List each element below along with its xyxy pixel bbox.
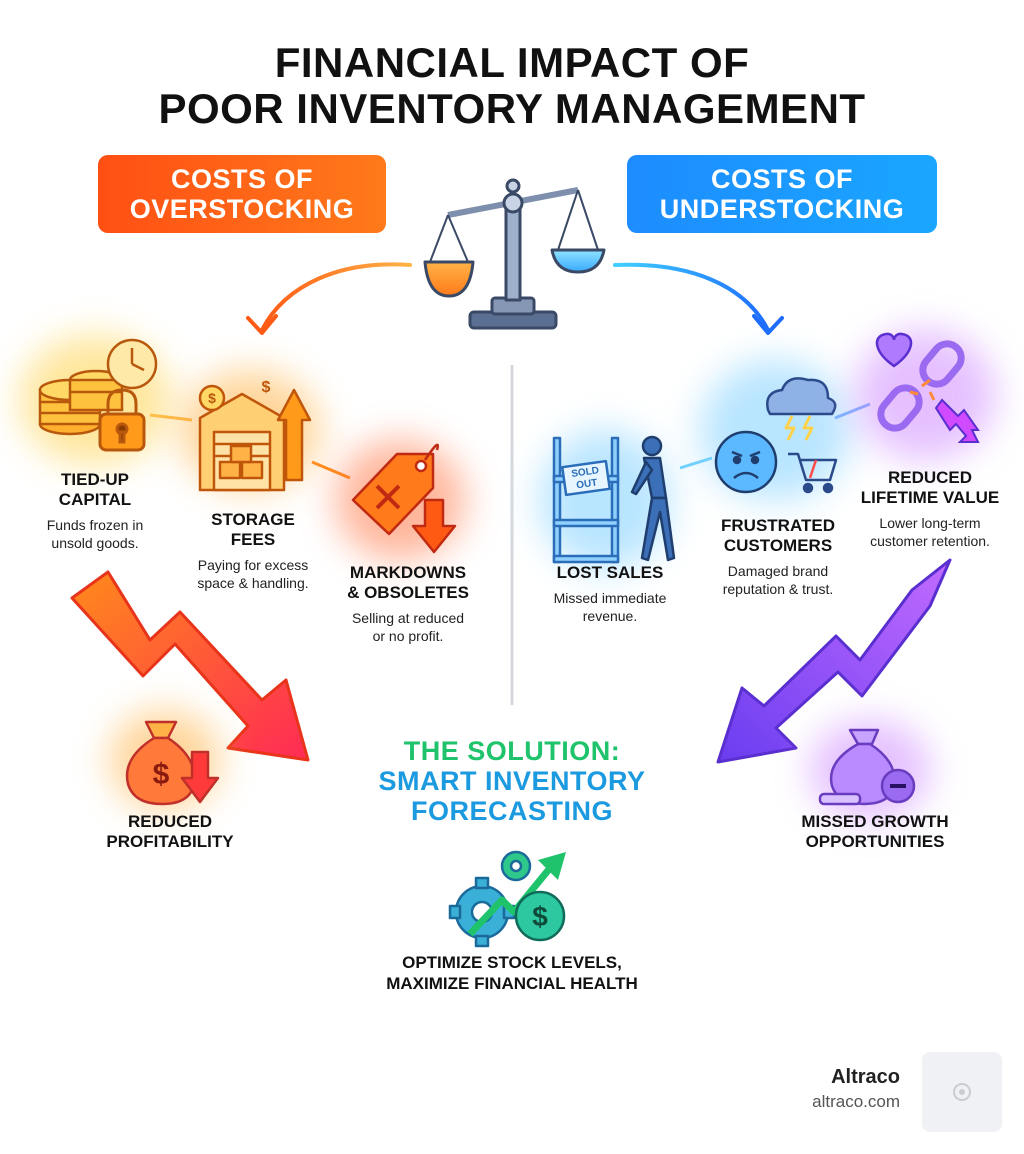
understocking-header: COSTS OF UNDERSTOCKING <box>627 155 937 233</box>
down-arrow-icon <box>411 498 457 554</box>
shelf-icon: SOLD OUT <box>552 435 676 564</box>
item-label: LOST SALES <box>556 563 664 582</box>
heart-icon <box>875 332 913 368</box>
warehouse-icon: $ $ <box>198 379 312 492</box>
broken-chain-icon <box>875 332 980 443</box>
svg-text:SOLD: SOLD <box>571 465 600 480</box>
missed-growth-label: MISSED GROWTH OPPORTUNITIES <box>801 812 949 851</box>
price-tag-icon <box>351 443 457 554</box>
item-desc: Damaged brand reputation & trust. <box>722 563 834 597</box>
shopping-cart-icon <box>788 452 838 494</box>
brand-name: Altraco <box>831 1066 900 1088</box>
item-label: MARKDOWNS & OBSOLETES <box>347 563 469 602</box>
title-line-2: POOR INVENTORY MANAGEMENT <box>158 85 866 132</box>
solution-tagline: OPTIMIZE STOCK LEVELS, MAXIMIZE FINANCIA… <box>386 953 638 993</box>
reduced-lifetime-value-card: REDUCED LIFETIME VALUE Lower long-term c… <box>850 468 1010 550</box>
solution-block: THE SOLUTION: SMART INVENTORY FORECASTIN… <box>340 736 684 826</box>
svg-text:OUT: OUT <box>576 478 598 492</box>
understocking-header-line-1: COSTS OF <box>710 164 853 194</box>
money-bag-icon: $ <box>125 720 220 806</box>
brand-logo <box>922 1052 1002 1132</box>
item-desc: Missed immediate revenue. <box>553 590 667 624</box>
item-label: FRUSTRATED CUSTOMERS <box>721 516 835 555</box>
item-desc: Funds frozen in unsold goods. <box>46 517 144 551</box>
overstocking-header-line-2: OVERSTOCKING <box>129 194 355 224</box>
overstocking-header-line-1: COSTS OF <box>170 164 313 194</box>
markdowns-card: MARKDOWNS & OBSOLETES Selling at reduced… <box>328 563 488 645</box>
storage-fees-card: STORAGE FEES Paying for excess space & h… <box>178 510 328 592</box>
dollar-coin-icon: $ <box>514 890 566 942</box>
tied-up-capital-card: TIED-UP CAPITAL Funds frozen in unsold g… <box>20 470 170 552</box>
frustrated-customers-card: FRUSTRATED CUSTOMERS Damaged brand reput… <box>698 516 858 598</box>
money-bag-icon <box>818 728 916 806</box>
lost-sales-card: LOST SALES Missed immediate revenue. <box>535 563 685 625</box>
lock-icon <box>98 388 146 452</box>
coins-icon <box>38 338 158 452</box>
scale-icon <box>423 178 606 330</box>
solution-subtitle-1: SMART INVENTORY <box>378 766 646 796</box>
clock-icon <box>106 338 158 390</box>
svg-text:$: $ <box>532 901 548 932</box>
solution-title: THE SOLUTION: <box>403 736 621 766</box>
svg-text:$: $ <box>208 390 216 406</box>
right-curved-arrow <box>613 262 770 332</box>
item-desc: Selling at reduced or no profit. <box>351 610 465 644</box>
item-label: STORAGE FEES <box>211 510 295 549</box>
overstocking-header: COSTS OF OVERSTOCKING <box>98 155 386 233</box>
svg-text:$: $ <box>262 379 271 396</box>
item-desc: Lower long-term customer retention. <box>870 515 990 549</box>
storm-cloud-icon <box>766 377 837 441</box>
angry-face-icon <box>714 377 838 494</box>
brand-url[interactable]: altraco.com <box>812 1092 900 1111</box>
left-down-trend-arrow <box>70 570 310 762</box>
page-title: FINANCIAL IMPACT OF POOR INVENTORY MANAG… <box>0 40 1024 132</box>
title-line-1: FINANCIAL IMPACT OF <box>274 39 750 86</box>
gears-icon: $ <box>448 850 566 948</box>
reduced-profitability-label: REDUCED PROFITABILITY <box>106 812 234 851</box>
svg-text:$: $ <box>153 758 170 791</box>
understocking-header-line-2: UNDERSTOCKING <box>659 194 905 224</box>
item-label: REDUCED LIFETIME VALUE <box>860 468 1000 507</box>
right-down-trend-arrow <box>716 558 952 764</box>
solution-subtitle-2: FORECASTING <box>410 796 613 826</box>
left-curved-arrow <box>260 262 412 332</box>
trend-arrow-icon <box>467 852 566 937</box>
item-desc: Paying for excess space & handling. <box>197 557 309 591</box>
walking-person-icon <box>630 435 676 562</box>
item-label: TIED-UP CAPITAL <box>58 470 132 509</box>
